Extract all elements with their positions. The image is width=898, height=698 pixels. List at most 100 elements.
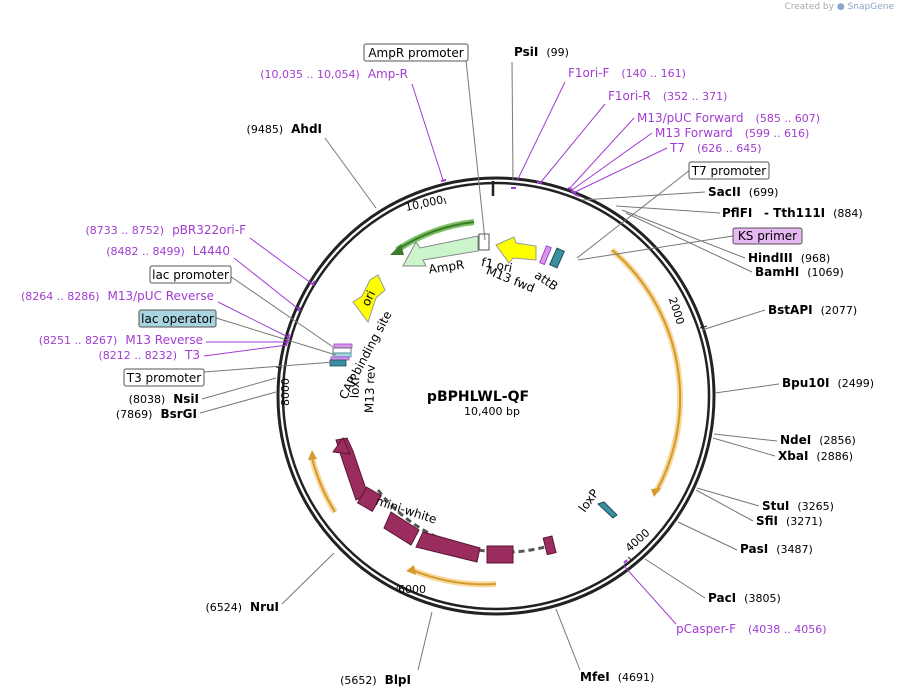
primer-leader-t3 bbox=[203, 344, 288, 357]
primer-name: M13/pUC Forward bbox=[637, 111, 744, 125]
primer-leader-m13-puc-forward bbox=[569, 117, 635, 189]
m13-fwd-feature bbox=[539, 245, 552, 266]
primer-leader-m13-puc-reverse bbox=[217, 301, 291, 339]
primer-position: (599 .. 616) bbox=[745, 127, 810, 140]
feature-label-ori: ori bbox=[359, 288, 378, 308]
orange-arc-left-core bbox=[311, 457, 336, 513]
primer-label-m13-reverse: (8251 .. 8267)M13 Reverse bbox=[39, 333, 203, 347]
primer-leader-t7 bbox=[574, 147, 668, 193]
enzyme-leader-mfei bbox=[555, 608, 581, 671]
mini-white-exon-6 bbox=[542, 535, 557, 556]
primer-name: T3 bbox=[184, 348, 200, 362]
enzyme-leader-pasi bbox=[677, 521, 738, 551]
feature-label-f1-ori: f1 ori bbox=[480, 255, 514, 275]
enzyme-leader-stui bbox=[696, 487, 760, 507]
boxed-label-ampr-promoter: AmpR promoter bbox=[368, 46, 463, 60]
enzyme-leader-blpi bbox=[417, 611, 433, 671]
f1-ori-feature bbox=[495, 236, 537, 264]
primer-label-f1ori-r: F1ori-R(352 .. 371) bbox=[608, 89, 727, 103]
enzyme-leader-paci bbox=[644, 558, 706, 599]
enzyme-label-ndei: NdeI (2856) bbox=[780, 433, 856, 447]
m13-rev-feature bbox=[330, 356, 350, 361]
tick-6000 bbox=[395, 584, 399, 592]
primer-name: L4440 bbox=[193, 244, 230, 258]
primer-label-m13-forward: M13 Forward(599 .. 616) bbox=[655, 126, 809, 140]
boxed-leader-ampr-promoter bbox=[465, 59, 486, 241]
enzyme-label-pflfi: PflFI bbox=[722, 206, 752, 220]
boxed-label-t3-promoter: T3 promoter bbox=[126, 371, 202, 385]
tick-label-2000: 2000 bbox=[666, 296, 687, 327]
primer-marks bbox=[285, 179, 628, 564]
primer-leader-amp-r bbox=[411, 83, 444, 181]
enzyme-position: (699) bbox=[749, 186, 779, 199]
primer-leader-m13-forward bbox=[571, 132, 653, 191]
enzyme-position: (1069) bbox=[807, 266, 844, 279]
boxed-leader-t3-promoter bbox=[203, 361, 335, 373]
enzyme-position: (99) bbox=[546, 46, 569, 59]
boxed-label-t7-promoter: T7 promoter bbox=[691, 164, 767, 178]
enzyme-label-hindiii: HindIII(968) bbox=[748, 251, 830, 265]
backbone-inner bbox=[281, 181, 711, 611]
orange-arc-left bbox=[309, 457, 338, 514]
orange-arc-right-core bbox=[611, 249, 682, 493]
enzyme-name: BstAPI bbox=[768, 303, 813, 317]
mini-white-arrow-head bbox=[332, 436, 351, 455]
feature-label-loxp: loxP bbox=[576, 487, 602, 515]
enzyme-label-bstapi: BstAPI(2077) bbox=[768, 303, 857, 317]
enzyme-leader-xbai bbox=[712, 437, 776, 457]
boxed-label-frame bbox=[149, 265, 232, 284]
enzyme-leader-bsrgi bbox=[199, 391, 277, 414]
boxed-label-lac-operator: lac operator bbox=[141, 312, 214, 326]
primer-position: (4038 .. 4056) bbox=[748, 623, 827, 636]
primer-position: (10,035 .. 10,054) bbox=[260, 68, 360, 81]
enzyme-position: (3265) bbox=[797, 500, 834, 513]
boxed-label-frame bbox=[688, 161, 770, 180]
green-arrow-head bbox=[390, 244, 404, 255]
primer-leader-pcasper-f bbox=[623, 565, 677, 625]
primer-position: (8212 .. 8232) bbox=[98, 349, 177, 362]
primer-position: (8482 .. 8499) bbox=[106, 245, 185, 258]
enzyme-label-stui: StuI(3265) bbox=[762, 499, 834, 513]
plasmid-name: pBPHLWL-QF bbox=[427, 389, 529, 405]
enzyme-label-paci: PacI(3805) bbox=[708, 591, 781, 605]
enzyme-label-sfii: SfiI (3271) bbox=[756, 514, 823, 528]
enzyme-name: PsiI bbox=[514, 45, 538, 59]
enzyme-leader-pflfi bbox=[615, 205, 721, 214]
backbone-outer bbox=[276, 176, 716, 616]
primer-label-pbr322ori-f: (8733 .. 8752)pBR322ori-F bbox=[86, 223, 247, 237]
primer-name: Amp-R bbox=[368, 67, 408, 81]
primer-leader-pbr322ori-f bbox=[249, 237, 316, 287]
primer-leader-f1ori-r bbox=[540, 103, 606, 183]
tick-4000 bbox=[627, 556, 634, 562]
enzyme-label-mfei: MfeI(4691) bbox=[580, 670, 654, 684]
cap-binding-site-feature bbox=[333, 343, 353, 349]
enzyme-name: PacI bbox=[708, 591, 736, 605]
primer-name: M13 Reverse bbox=[125, 333, 203, 347]
mini-white-track bbox=[376, 489, 553, 554]
primer-position: (140 .. 161) bbox=[621, 67, 686, 80]
primer-position: (626 .. 645) bbox=[697, 142, 762, 155]
credit-brand: SnapGene bbox=[847, 2, 894, 12]
enzyme-label-pasi: PasI(3487) bbox=[740, 542, 813, 556]
enzyme-name: NdeI bbox=[780, 433, 811, 447]
enzyme-leader-nrui bbox=[281, 552, 335, 605]
primer-label-m13-puc-forward: M13/pUC Forward(585 .. 607) bbox=[637, 111, 820, 125]
feature-label-loxp: loxP bbox=[348, 373, 363, 398]
enzyme-label-tth111i: - Tth111I(884) bbox=[764, 206, 863, 220]
enzyme-leader-bpu10i bbox=[714, 383, 780, 394]
enzyme-position: (2886) bbox=[816, 450, 853, 463]
primer-label-amp-r: (10,035 .. 10,054) Amp-R bbox=[260, 67, 408, 81]
primer-position: (8264 .. 8286) bbox=[21, 290, 100, 303]
enzyme-label-blpi: (5652)BlpI bbox=[340, 673, 411, 687]
enzyme-position: (3271) bbox=[786, 515, 823, 528]
green-arc-core bbox=[396, 221, 475, 251]
enzyme-name: NsiI bbox=[173, 392, 199, 406]
tick-10000 bbox=[443, 197, 447, 205]
boxed-leader-lac-operator bbox=[215, 317, 337, 356]
enzyme-position: (2856) bbox=[819, 434, 856, 447]
primer-label-pcasper-f: pCasper-F(4038 .. 4056) bbox=[676, 622, 827, 636]
enzyme-name: SfiI bbox=[756, 514, 778, 528]
